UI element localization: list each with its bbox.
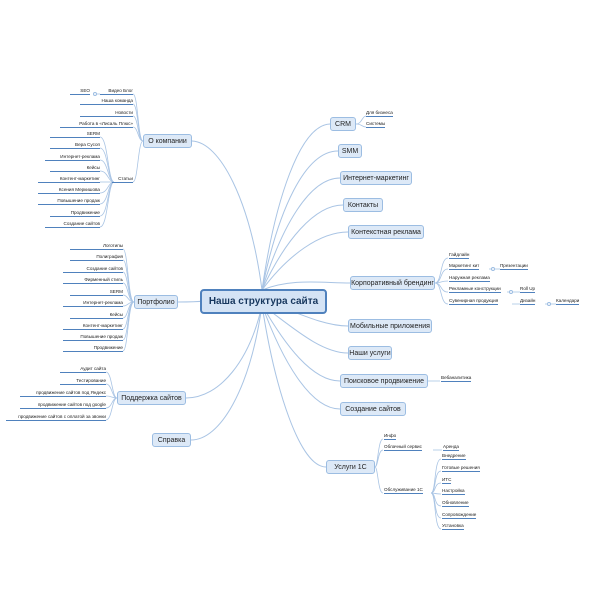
leaf-presentations[interactable]: Презентации xyxy=(500,263,528,268)
node-branding[interactable]: Корпоративный брендинг xyxy=(350,276,435,290)
edge-root-contacts xyxy=(261,204,344,291)
leaf-souvenirs[interactable]: Сувенирная продукция xyxy=(449,298,499,303)
leaf-site-audit[interactable]: Аудит сайта xyxy=(60,366,106,373)
leaf-calendars[interactable]: Календари xyxy=(556,298,580,303)
leaf-crm-systems[interactable]: Системы xyxy=(366,121,386,126)
leaf-articles-ksenia[interactable]: Ксения Меркишова xyxy=(38,187,100,194)
node-help[interactable]: Справка xyxy=(152,433,191,447)
leaf-marketing-kit[interactable]: Маркетинг кит xyxy=(449,263,480,268)
leaf-portfolio-promo[interactable]: Продвижение xyxy=(63,345,123,352)
leaf-portfolio-sales[interactable]: Повышение продаж xyxy=(63,334,123,341)
leaf-corporate-style[interactable]: Фирменный стиль xyxy=(63,277,123,284)
collapse-dot[interactable] xyxy=(509,290,513,294)
leaf-our-team[interactable]: Наша команда xyxy=(80,98,134,105)
leaf-portfolio-content[interactable]: Контент-маркетинг xyxy=(63,323,123,330)
leaf-implementation[interactable]: Внедрение xyxy=(442,453,466,458)
leaf-articles-sites[interactable]: Создание сайтов xyxy=(45,221,100,228)
node-smm[interactable]: SMM xyxy=(338,144,362,158)
leaf-guideline[interactable]: Гайдлайн xyxy=(449,252,470,257)
edge-root-crm xyxy=(261,123,331,291)
leaf-support-1c[interactable]: Сопровождение xyxy=(442,512,477,517)
leaf-printing[interactable]: Полиграфия xyxy=(70,254,123,261)
leaf-cloud-service[interactable]: Облачный сервис xyxy=(384,444,422,449)
leaf-work-at[interactable]: Работа в «Лисаль Плюс» xyxy=(60,121,133,128)
leaf-portfolio-internet-ads[interactable]: Интернет-реклама xyxy=(63,300,123,307)
leaf-ad-constructions[interactable]: Рекламные конструкции xyxy=(449,286,501,291)
leaf-ready-solutions[interactable]: Готовые решения xyxy=(442,465,480,470)
node-site-creation[interactable]: Создание сайтов xyxy=(340,402,406,416)
leaf-seo[interactable]: SEO xyxy=(70,88,90,95)
leaf-news[interactable]: Новости xyxy=(80,110,133,117)
collapse-dot[interactable] xyxy=(491,267,495,271)
node-crm[interactable]: CRM xyxy=(330,117,356,131)
node-context-ads[interactable]: Контекстная реклама xyxy=(348,225,424,239)
leaf-crm-business[interactable]: Для бизнеса xyxy=(366,110,393,115)
edge-root-about xyxy=(191,140,263,291)
leaf-info[interactable]: Инфо xyxy=(384,433,397,438)
leaf-logos[interactable]: Логотипы xyxy=(70,243,123,250)
edge-root-help xyxy=(190,304,263,441)
node-1c-services[interactable]: Услуги 1С xyxy=(326,460,375,474)
leaf-its[interactable]: ИТС xyxy=(442,477,452,482)
leaf-update[interactable]: Обновление xyxy=(442,500,469,505)
leaf-articles-promo[interactable]: Продвижение xyxy=(50,210,100,217)
leaf-1c-maintenance[interactable]: Обслуживание 1С xyxy=(384,487,423,492)
leaf-outdoor-ads[interactable]: Наружная реклама xyxy=(449,275,490,280)
leaf-web-analytics[interactable]: Вебаналитика xyxy=(441,375,472,380)
leaf-testing[interactable]: Тестирование xyxy=(60,378,106,385)
edge-root-branding xyxy=(261,281,351,291)
edge-root-site-creation xyxy=(261,304,341,410)
leaf-articles-content[interactable]: Контент-маркетинг xyxy=(38,176,100,183)
node-mobile-apps[interactable]: Мобильные приложения xyxy=(348,319,432,333)
leaf-paid-calls-promo[interactable]: продвижение сайтов с оплатой за звонки xyxy=(6,414,106,421)
leaf-articles-vera[interactable]: Вера Сусоп xyxy=(50,142,100,149)
node-support[interactable]: Поддержка сайтов xyxy=(117,391,186,405)
leaf-articles-sales[interactable]: Повышение продаж xyxy=(38,198,100,205)
leaf-articles-cases[interactable]: Кейсы xyxy=(50,165,100,172)
node-internet-marketing[interactable]: Интернет-маркетинг xyxy=(340,171,412,185)
leaf-installation[interactable]: Установка xyxy=(442,523,464,528)
leaf-portfolio-cases[interactable]: Кейсы xyxy=(70,312,123,319)
leaf-yandex-promo[interactable]: продвижение сайтов под Яндекс xyxy=(20,390,106,397)
leaf-design[interactable]: Дизайн xyxy=(520,298,536,303)
node-portfolio[interactable]: Портфолио xyxy=(134,295,178,309)
edge-root-context-ads xyxy=(261,231,349,291)
edge-root-1c xyxy=(261,304,327,468)
node-about[interactable]: О компании xyxy=(143,134,192,148)
node-contacts[interactable]: Контакты xyxy=(343,198,383,212)
leaf-articles-serm[interactable]: SERM xyxy=(50,131,100,138)
node-seo-promo[interactable]: Поисковое продвижение xyxy=(340,374,428,388)
leaf-google-promo[interactable]: продвижение сайтов под google xyxy=(20,402,106,409)
root-node[interactable]: Наша структура сайта xyxy=(200,289,327,314)
leaf-rollup[interactable]: Roll Up xyxy=(520,286,536,291)
leaf-setup[interactable]: Настройка xyxy=(442,488,465,493)
leaf-articles[interactable]: Статьи xyxy=(112,176,133,183)
edge-root-seo-promo xyxy=(261,304,341,382)
leaf-rent[interactable]: Аренда xyxy=(443,444,459,449)
leaf-portfolio-sites[interactable]: Создание сайтов xyxy=(63,266,123,273)
leaf-video-blog[interactable]: Видео Блог xyxy=(100,88,133,95)
edge-root-internet-marketing xyxy=(261,177,341,291)
node-our-services[interactable]: Наши услуги xyxy=(348,346,392,360)
collapse-dot[interactable] xyxy=(93,92,97,96)
leaf-portfolio-serm[interactable]: SERM xyxy=(70,289,123,296)
edge-root-support xyxy=(185,304,263,399)
edge-root-smm xyxy=(261,150,339,291)
leaf-articles-internet-ads[interactable]: Интернет-реклама xyxy=(45,154,100,161)
collapse-dot[interactable] xyxy=(547,302,551,306)
